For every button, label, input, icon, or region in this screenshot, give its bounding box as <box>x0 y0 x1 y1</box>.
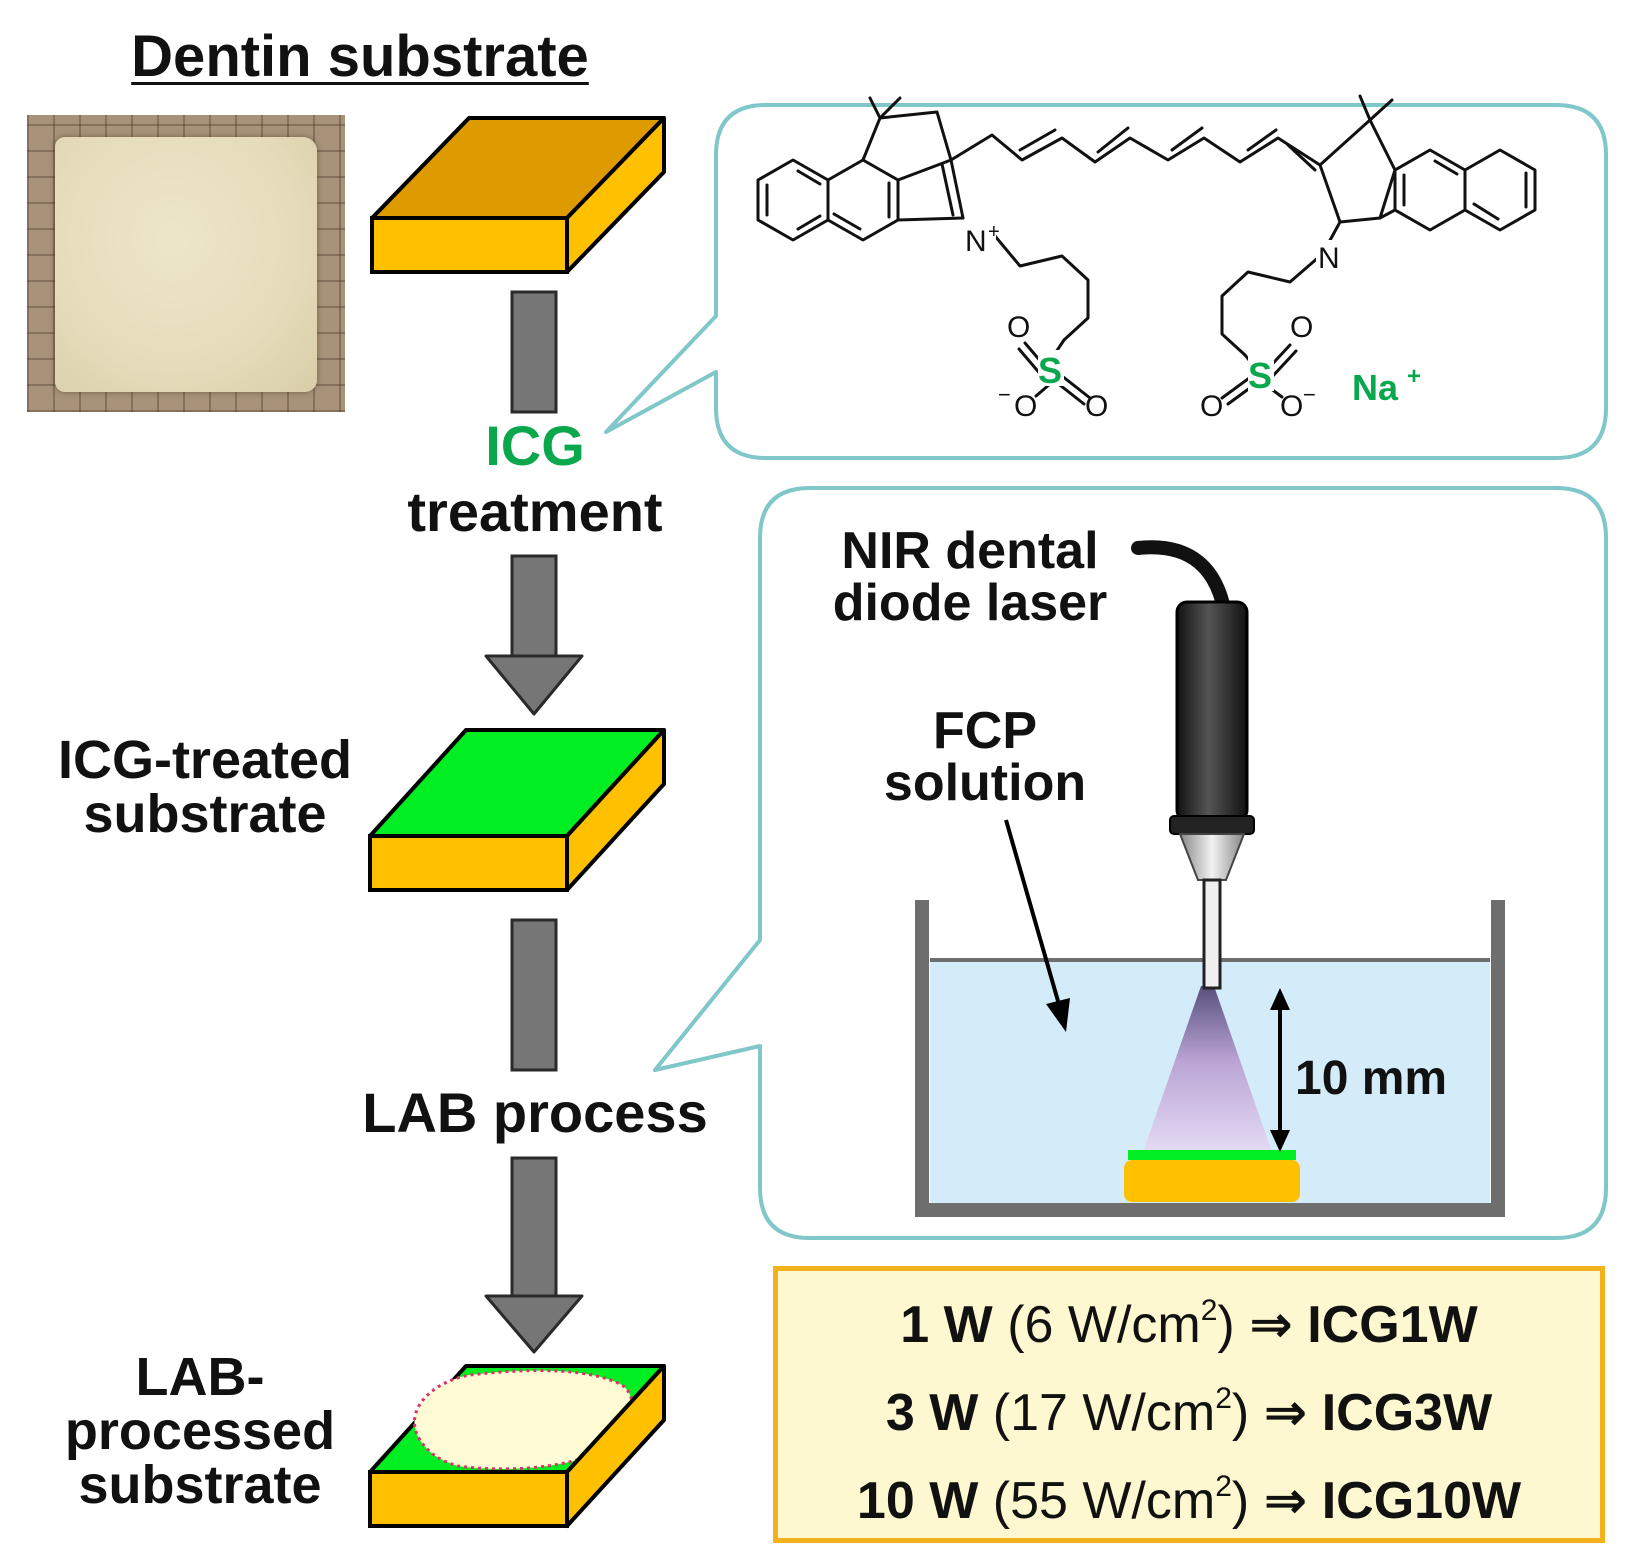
sample-name: ICG10W <box>1321 1472 1522 1530</box>
laser-label: NIR dental diode laser <box>832 522 1108 632</box>
lab-processed-substrate-label: LAB- processed substrate <box>64 1347 336 1515</box>
density-exponent: 2 <box>1215 1470 1232 1503</box>
result-row-1: 1 W (6 W/cm2) ⇒ ICG1W <box>778 1296 1600 1354</box>
icg-structure <box>756 94 1537 406</box>
substrate-untreated <box>370 116 666 274</box>
fcp-solution-label: FCP solution <box>883 702 1087 812</box>
atom-o-left-right: O <box>1085 390 1108 423</box>
atom-s-right: S <box>1248 355 1272 396</box>
atom-o-left-top: O <box>1007 311 1030 344</box>
distance-label: 10 mm <box>1295 1052 1448 1105</box>
substrate-icg-treated <box>368 728 666 892</box>
implies-arrow: ⇒ <box>1249 1296 1293 1354</box>
density-exponent: 2 <box>1200 1294 1218 1327</box>
laser-beam <box>1143 986 1272 1152</box>
arrow-icg-treatment <box>484 290 584 716</box>
lab-process-label: LAB process <box>362 1081 708 1144</box>
atom-minus-left: − <box>998 382 1011 407</box>
dentin-sample-photo <box>27 115 345 412</box>
power-value: 10 W <box>856 1472 979 1530</box>
implies-arrow: ⇒ <box>1263 1472 1308 1530</box>
atom-o-left-bottom: O <box>1014 390 1037 423</box>
density-close: ) <box>1231 1472 1250 1530</box>
atom-n-plus: N <box>965 225 987 258</box>
icg-treated-substrate-label: ICG-treated substrate <box>57 730 353 844</box>
atom-plus-charge: + <box>988 221 1000 243</box>
page-title: Dentin substrate <box>131 24 589 89</box>
substrate-lab-processed <box>368 1364 666 1528</box>
solution-pointer-arrow <box>1004 819 1070 1032</box>
atom-minus-right: − <box>1303 382 1316 407</box>
laser-handpiece <box>1131 540 1255 990</box>
atom-s-left: S <box>1038 350 1062 391</box>
density-close: ) <box>1217 1296 1235 1354</box>
density-value: (6 W/cm <box>1007 1296 1201 1354</box>
result-row-3: 10 W (55 W/cm2) ⇒ ICG10W <box>778 1472 1600 1530</box>
results-box: 1 W (6 W/cm2) ⇒ ICG1W 3 W (17 W/cm2) ⇒ I… <box>773 1266 1605 1543</box>
distance-arrow <box>1270 988 1290 1152</box>
dentin-block-image <box>55 137 317 392</box>
icg-label: ICG <box>485 414 585 477</box>
density-value: (17 W/cm <box>992 1384 1216 1442</box>
counterion-label: Na <box>1352 367 1399 408</box>
density-value: (55 W/cm <box>992 1472 1216 1530</box>
atom-o-right-left: O <box>1200 390 1223 423</box>
sample-in-bath <box>1124 1150 1300 1202</box>
atom-n: N <box>1318 242 1340 275</box>
arrow-lab-process <box>484 918 584 1354</box>
power-value: 3 W <box>885 1384 979 1442</box>
density-close: ) <box>1231 1384 1250 1442</box>
treatment-label: treatment <box>407 480 663 543</box>
power-value: 1 W <box>900 1296 993 1354</box>
atom-o-right-top: O <box>1290 311 1313 344</box>
icg-atom-labels: N + N S O O O − S O O O − Na + <box>962 221 1421 423</box>
sample-name: ICG3W <box>1321 1384 1493 1442</box>
counterion-charge: + <box>1407 363 1421 390</box>
result-row-2: 3 W (17 W/cm2) ⇒ ICG3W <box>778 1384 1600 1442</box>
molecule-callout-frame <box>604 103 1608 460</box>
atom-o-right-bottom: O <box>1280 390 1303 423</box>
density-exponent: 2 <box>1215 1382 1232 1415</box>
sample-name: ICG1W <box>1307 1296 1478 1354</box>
implies-arrow: ⇒ <box>1263 1384 1308 1442</box>
